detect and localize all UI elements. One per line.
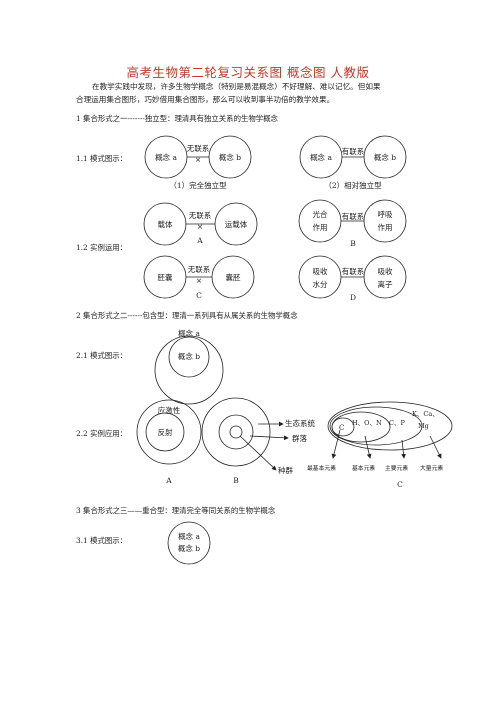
label-photosynthesis-2: 作用: [313, 222, 328, 232]
label-stress: 应激性: [158, 405, 181, 415]
letter-d: D: [350, 293, 356, 302]
circle-photosynthesis: [298, 199, 342, 243]
label-has-relation: 有联系: [342, 146, 365, 156]
section-1-heading: 1 集合形式之一-------独立型：理清具有独立关系的生物学概念: [76, 114, 278, 123]
cross-mark-c: ×: [196, 276, 202, 285]
label-inner-concept: 概念 b: [178, 351, 200, 361]
arrow-population: [239, 435, 277, 471]
label-photosynthesis-1: 光合: [313, 209, 328, 219]
circle-ion-absorption: [363, 255, 407, 299]
circle-community: [218, 414, 254, 450]
label-basic-element: 基本元素: [352, 464, 375, 472]
circle-outer-concept: [154, 335, 224, 405]
label-concept-b-2: 概念 b: [374, 152, 396, 162]
letter-2b: B: [233, 476, 239, 485]
label-concept-a-2: 概念 a: [310, 152, 332, 162]
label-major-element: 主要元素: [385, 464, 408, 472]
label-respiration-1: 呼吸: [378, 209, 393, 219]
letter-2a: A: [165, 476, 172, 485]
label-ion-2: 离子: [378, 279, 393, 289]
ellipse-hon: [331, 411, 391, 443]
circle-respiration: [363, 199, 407, 243]
label-mg: Mg: [418, 422, 429, 430]
arrow-macro: [429, 435, 442, 459]
circle-ecosystem: [201, 397, 271, 467]
label-water-2: 水分: [313, 279, 328, 289]
section-3-pattern-label: 3.1 模式图示：: [76, 536, 128, 545]
label-b-relation: 有联系: [342, 211, 365, 221]
circle-inner-concept: [168, 336, 210, 378]
letter-a: A: [196, 236, 203, 245]
ellipse-kcamg: [327, 401, 453, 451]
label-ion-1: 吸收: [378, 266, 393, 276]
intro-line-2: 合理运用集合图形，巧妙借用集合图形，那么可以收到事半功倍的教学效果。: [76, 95, 335, 104]
circle-coincident: [167, 521, 211, 565]
label-hon: H、O、N: [352, 419, 382, 427]
section-2-pattern-label: 2.1 模式图示：: [76, 351, 128, 360]
label-community: 群落: [292, 433, 307, 443]
label-cp: C、P: [389, 419, 405, 427]
label-no-relation: 无联系: [187, 143, 210, 153]
caption-relatively-independent: （2）相对独立型: [324, 180, 382, 190]
label-outer-concept: 概念 a: [178, 328, 200, 338]
label-a-relation: 无联系: [189, 210, 212, 220]
label-blastocyst: 囊胚: [226, 272, 241, 282]
circle-stress: [136, 399, 202, 465]
ellipse-cp: [329, 406, 423, 446]
label-coincident-b: 概念 b: [178, 543, 200, 553]
letter-2c: C: [397, 480, 403, 489]
caption-fully-independent: （1）完全独立型: [169, 180, 227, 190]
section-1-example-label: 1.2 实例运用：: [76, 243, 128, 252]
circle-population: [229, 425, 243, 439]
label-population: 种群: [278, 465, 293, 475]
label-coincident-a: 概念 a: [178, 531, 200, 541]
label-kca: K、Ca、: [412, 410, 439, 418]
section-2-heading: 2 集合形式之二------包含型：理清一系列具有从属关系的生物学概念: [76, 311, 298, 320]
letter-b: B: [350, 239, 356, 248]
arrow-community: [249, 435, 289, 441]
page-title: 高考生物第二轮复习关系图 概念图 人教版: [126, 65, 370, 80]
label-c-relation: 无联系: [188, 264, 211, 274]
label-carbon: C: [339, 424, 344, 432]
section-1-pattern-label: 1.1 模式图示：: [76, 154, 128, 163]
label-water-1: 吸收: [313, 266, 328, 276]
circle-water-absorption: [298, 255, 342, 299]
section-3-heading: 3 集合形式之三——重合型：理清完全等同关系的生物学概念: [76, 506, 276, 515]
label-respiration-2: 作用: [378, 222, 393, 232]
letter-c: C: [196, 291, 202, 300]
label-concept-b: 概念 b: [219, 152, 241, 162]
label-carrier: 载体: [158, 219, 173, 229]
section-2-example-label: 2.2 实例应用：: [76, 429, 128, 438]
arrow-most-basic: [331, 429, 341, 459]
label-ecosystem: 生态系统: [285, 418, 315, 428]
label-d-relation: 有联系: [342, 266, 365, 276]
label-vector: 运载体: [225, 219, 248, 229]
cross-mark-a: ×: [197, 222, 203, 231]
label-concept-a: 概念 a: [155, 152, 177, 162]
label-embryo-sac: 胚囊: [158, 272, 173, 282]
circle-reflex: [145, 412, 185, 452]
label-reflex: 反射: [158, 427, 173, 437]
label-macro-element: 大量元素: [420, 464, 443, 472]
intro-line-1: 在教学实践中发现，许多生物学概念（特别是易混概念）不好理解、难以记忆。但如果: [92, 82, 381, 91]
arrow-basic: [364, 435, 372, 459]
cross-mark: ×: [195, 155, 201, 164]
arrow-major: [401, 439, 406, 459]
label-most-basic-element: 最基本元素: [307, 464, 336, 472]
